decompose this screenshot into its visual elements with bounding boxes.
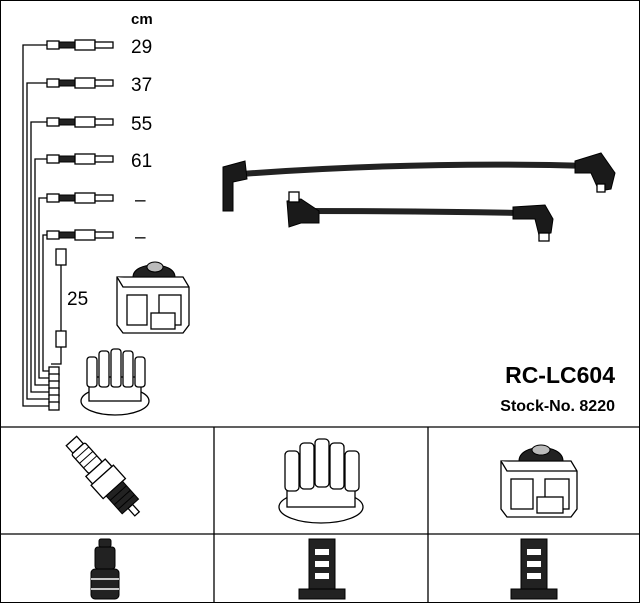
lead-length-label: – [135,190,146,211]
coil-lead-terminal [55,248,67,348]
unit-label: cm [131,11,153,28]
product-code: RC-LC604 [505,362,615,388]
lead-length-label: – [135,227,146,248]
lead-terminal [46,229,114,241]
lead-terminal [46,77,114,89]
cap-terminal-icon [298,538,346,600]
lead-terminal [46,192,114,204]
lead-length-label: 55 [131,114,152,135]
lead-terminal [46,39,114,51]
spark-plug-icon [65,435,141,517]
lead-terminal [46,153,114,165]
lead-bundle [22,39,114,411]
lead-length-label: 29 [131,37,152,58]
parts-table [1,426,639,602]
long-ignition-lead [222,152,616,212]
distributor-cap-icon [80,348,150,416]
ignition-coil-icon [500,444,578,518]
plug-terminal-icon [90,538,120,600]
lead-terminal [46,116,114,128]
short-ignition-lead [286,191,554,242]
distributor-terminals [48,366,60,411]
distributor-cap-icon [278,438,364,524]
coil-terminal-icon [510,538,558,600]
lead-length-label: 61 [131,151,152,172]
lead-length-label: 37 [131,75,152,96]
coil-lead-length-label: 25 [67,289,88,310]
stock-number: Stock-No. 8220 [500,398,615,415]
ignition-coil-icon [116,261,190,334]
